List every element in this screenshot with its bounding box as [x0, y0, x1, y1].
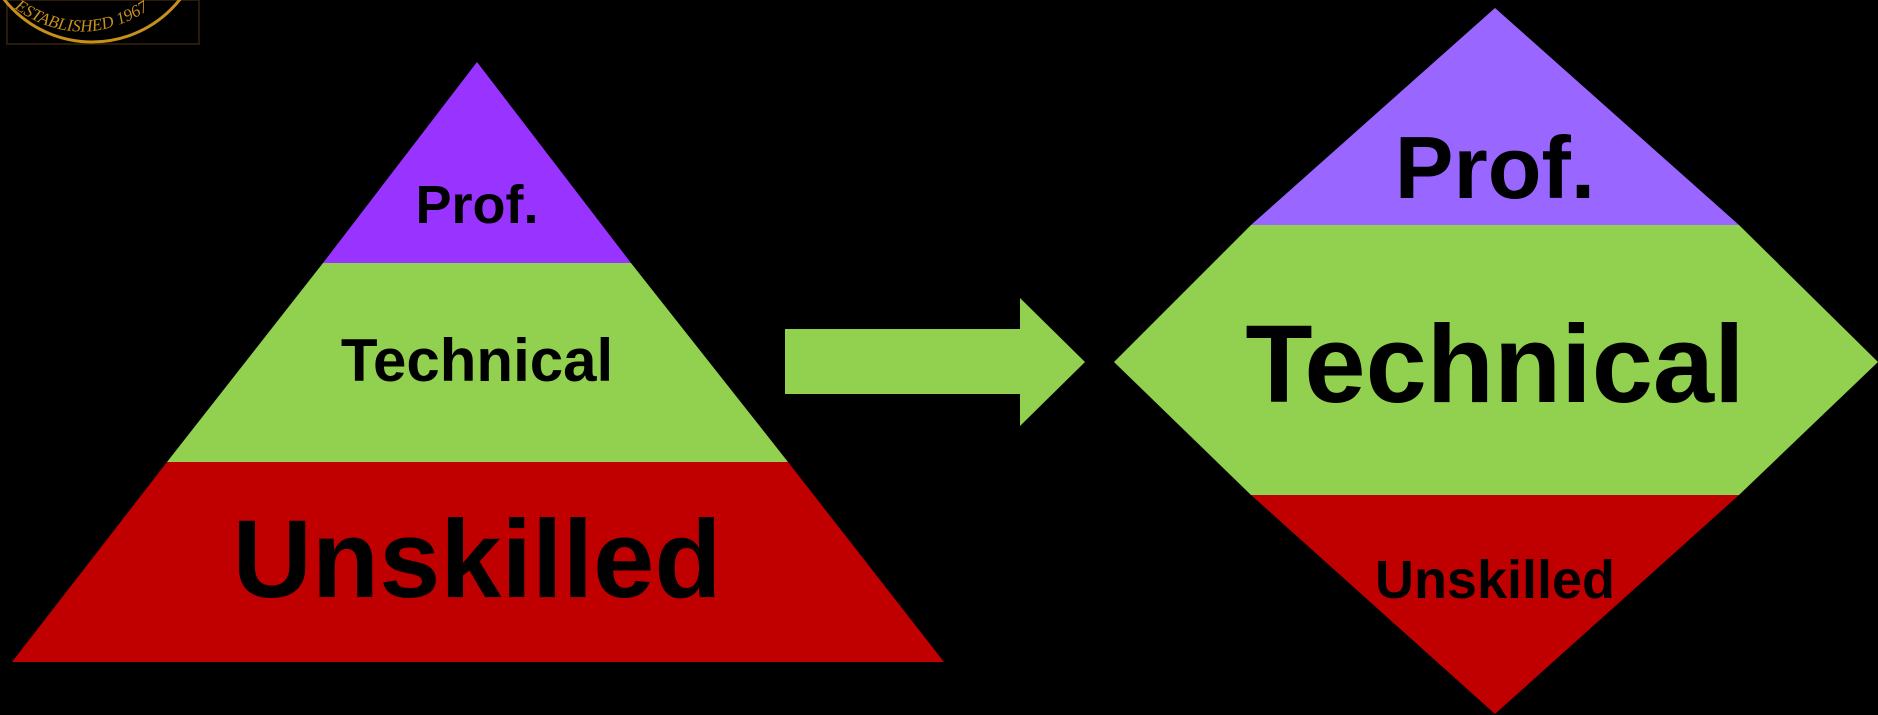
pyramid-middle-tier: [167, 263, 788, 462]
diamond-top-label: Prof.: [1395, 118, 1595, 217]
pyramid-bottom-label: Unskilled: [232, 498, 721, 621]
diamond-middle-label: Technical: [1245, 303, 1744, 426]
pyramid-bottom-tier: [12, 462, 944, 662]
diamond-middle-tier: [1114, 225, 1878, 495]
transition-arrow: [785, 298, 1085, 426]
logo-seal-text: ESTABLISHED 1967: [11, 0, 152, 36]
diamond-shape: Prof. Technical Unskilled: [1114, 8, 1878, 714]
diamond-bottom-label: Unskilled: [1375, 550, 1615, 610]
logo-seal-ring: [2, 0, 182, 44]
pyramid-top-label: Prof.: [415, 175, 538, 235]
pyramid-shape: Prof. Technical Unskilled: [12, 62, 944, 662]
pyramid-top-tier: [323, 62, 631, 263]
diamond-bottom-tier: [1251, 495, 1739, 714]
diamond-top-tier: [1251, 8, 1739, 225]
pyramid-middle-label: Technical: [341, 327, 613, 394]
logo-seal: ESTABLISHED 1967: [2, 0, 200, 45]
